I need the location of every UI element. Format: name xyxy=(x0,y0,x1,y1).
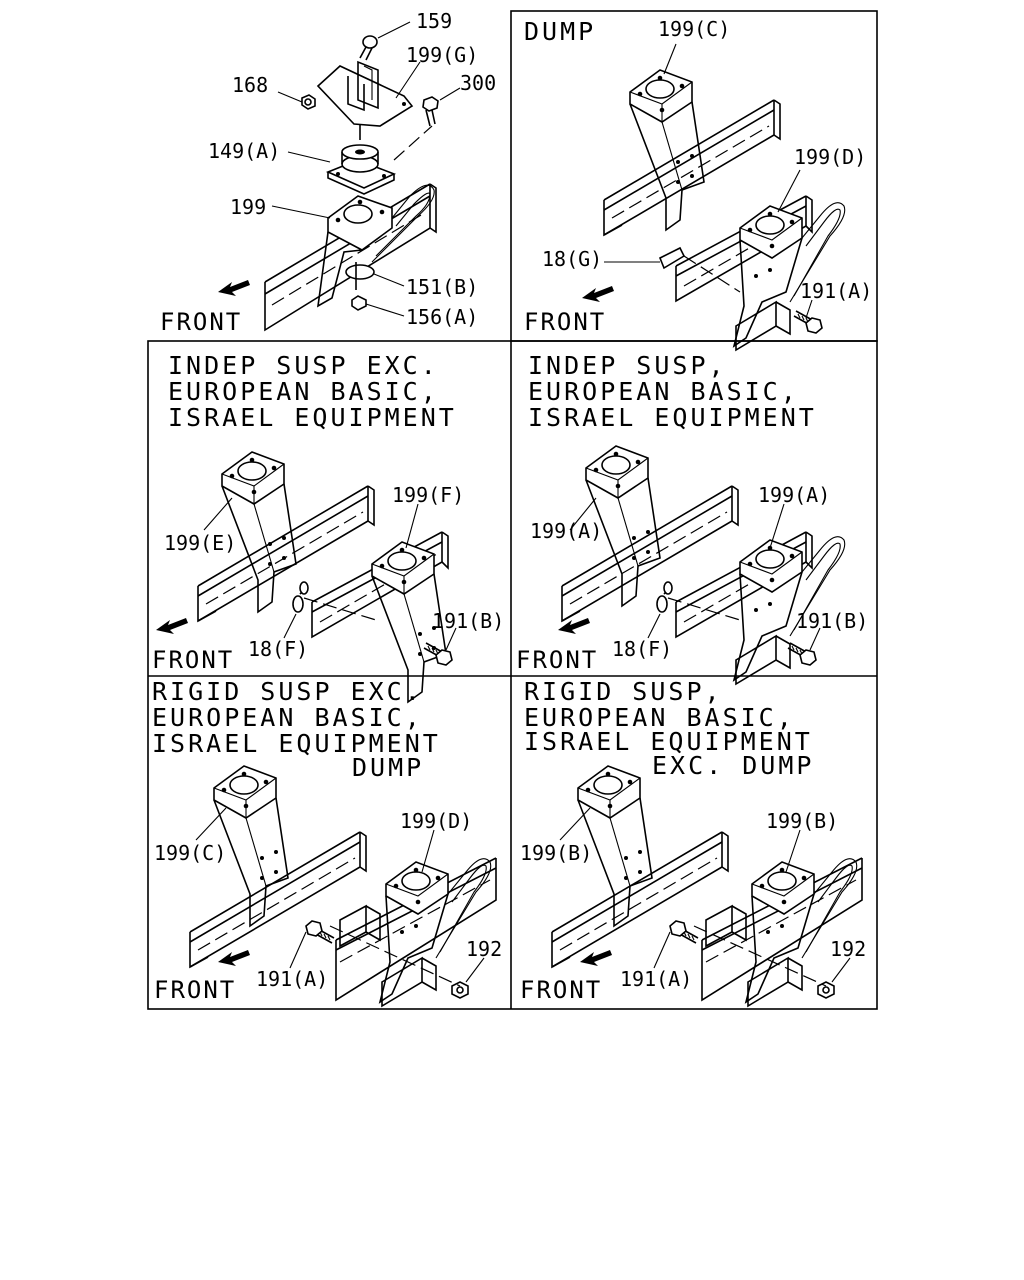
front-arrow-icon xyxy=(218,280,250,296)
panel-heading-line-3: ISRAEL EQUIPMENT xyxy=(152,729,441,758)
label-192: 192 xyxy=(830,937,866,961)
front-arrow-icon xyxy=(580,950,612,966)
label-191b: 191(B) xyxy=(432,609,504,633)
panel-heading-line-1: INDEP SUSP, xyxy=(528,351,727,380)
label-199a-front: 199(A) xyxy=(758,483,830,507)
panel-heading-line-2: EUROPEAN BASIC, xyxy=(168,377,439,406)
label-156a: 156(A) xyxy=(406,305,478,329)
callouts: 159 199(G) 168 300 149(A) 199 151(B) 156… xyxy=(208,9,496,329)
panel-dump: DUMP 199(C) 199(D) 18(G) 191(A) FRONT xyxy=(524,17,872,351)
label-300: 300 xyxy=(460,71,496,95)
bolt-159 xyxy=(359,35,378,61)
label-199e: 199(E) xyxy=(164,531,236,555)
leaders xyxy=(604,43,813,319)
label-192: 192 xyxy=(466,937,502,961)
nut-192 xyxy=(817,981,835,999)
label-199f: 199(F) xyxy=(392,483,464,507)
panel-heading: DUMP xyxy=(524,17,596,46)
label-199g: 199(G) xyxy=(406,43,478,67)
clip-18g xyxy=(658,246,741,293)
front-label: FRONT xyxy=(152,646,234,674)
panel-heading-line-1: INDEP SUSP EXC. xyxy=(168,351,439,380)
panel-heading-line-2: EUROPEAN BASIC, xyxy=(152,703,423,732)
front-label: FRONT xyxy=(524,308,606,336)
label-199d: 199(D) xyxy=(794,145,866,169)
label-191a: 191(A) xyxy=(620,967,692,991)
panel-heading-line-4: DUMP xyxy=(352,753,424,782)
leaders xyxy=(271,21,461,317)
nut-156a xyxy=(351,295,367,311)
panel-heading-line-2: EUROPEAN BASIC, xyxy=(528,377,799,406)
panel-heading-line-3: ISRAEL EQUIPMENT xyxy=(528,403,817,432)
panel-heading-line-1: RIGID SUSP EXC. xyxy=(152,677,423,706)
bracket-199g xyxy=(316,60,414,140)
label-199a-rear: 199(A) xyxy=(530,519,602,543)
panel-engine-mount: 159 199(G) 168 300 149(A) 199 151(B) 156… xyxy=(160,9,496,336)
panel-borders xyxy=(147,10,878,1010)
nut-192 xyxy=(451,981,469,999)
label-191b: 191(B) xyxy=(796,609,868,633)
front-arrow-icon xyxy=(156,618,188,634)
panel-heading-line-2: EUROPEAN BASIC, xyxy=(524,703,795,732)
panel-rigid-susp-exc: RIGID SUSP EXC. EUROPEAN BASIC, ISRAEL E… xyxy=(152,677,502,1007)
bracket-199 xyxy=(316,184,435,308)
nut-168 xyxy=(301,94,316,110)
label-168: 168 xyxy=(232,73,268,97)
label-199c: 199(C) xyxy=(658,17,730,41)
panel-indep-susp: INDEP SUSP, EUROPEAN BASIC, ISRAEL EQUIP… xyxy=(516,351,868,685)
label-199c: 199(C) xyxy=(154,841,226,865)
label-18g: 18(G) xyxy=(542,247,602,271)
label-149a: 149(A) xyxy=(208,139,280,163)
label-159: 159 xyxy=(416,9,452,33)
label-199b-front: 199(B) xyxy=(766,809,838,833)
panel-heading-line-1: RIGID SUSP, xyxy=(524,677,723,706)
panel-indep-susp-exc: INDEP SUSP EXC. EUROPEAN BASIC, ISRAEL E… xyxy=(152,351,504,703)
panel-heading-line-3: ISRAEL EQUIPMENT xyxy=(168,403,457,432)
front-label: FRONT xyxy=(154,976,236,1004)
label-151b: 151(B) xyxy=(406,275,478,299)
front-label: FRONT xyxy=(516,646,598,674)
front-arrow-icon xyxy=(218,950,250,966)
mount-149a xyxy=(325,144,397,195)
front-label: FRONT xyxy=(160,308,242,336)
label-191a: 191(A) xyxy=(256,967,328,991)
label-199b-rear: 199(B) xyxy=(520,841,592,865)
bolt-300 xyxy=(422,96,439,127)
front-arrow-icon xyxy=(582,286,614,302)
panel-heading-line-4: EXC. DUMP xyxy=(652,751,814,780)
label-18f: 18(F) xyxy=(612,637,672,661)
panel-heading-line-3: ISRAEL EQUIPMENT xyxy=(524,727,813,756)
panel-rigid-susp: RIGID SUSP, EUROPEAN BASIC, ISRAEL EQUIP… xyxy=(520,677,866,1007)
label-18f: 18(F) xyxy=(248,637,308,661)
front-label: FRONT xyxy=(520,976,602,1004)
label-199: 199 xyxy=(230,195,266,219)
washer-151b xyxy=(345,262,375,290)
label-199d: 199(D) xyxy=(400,809,472,833)
label-191a: 191(A) xyxy=(800,279,872,303)
